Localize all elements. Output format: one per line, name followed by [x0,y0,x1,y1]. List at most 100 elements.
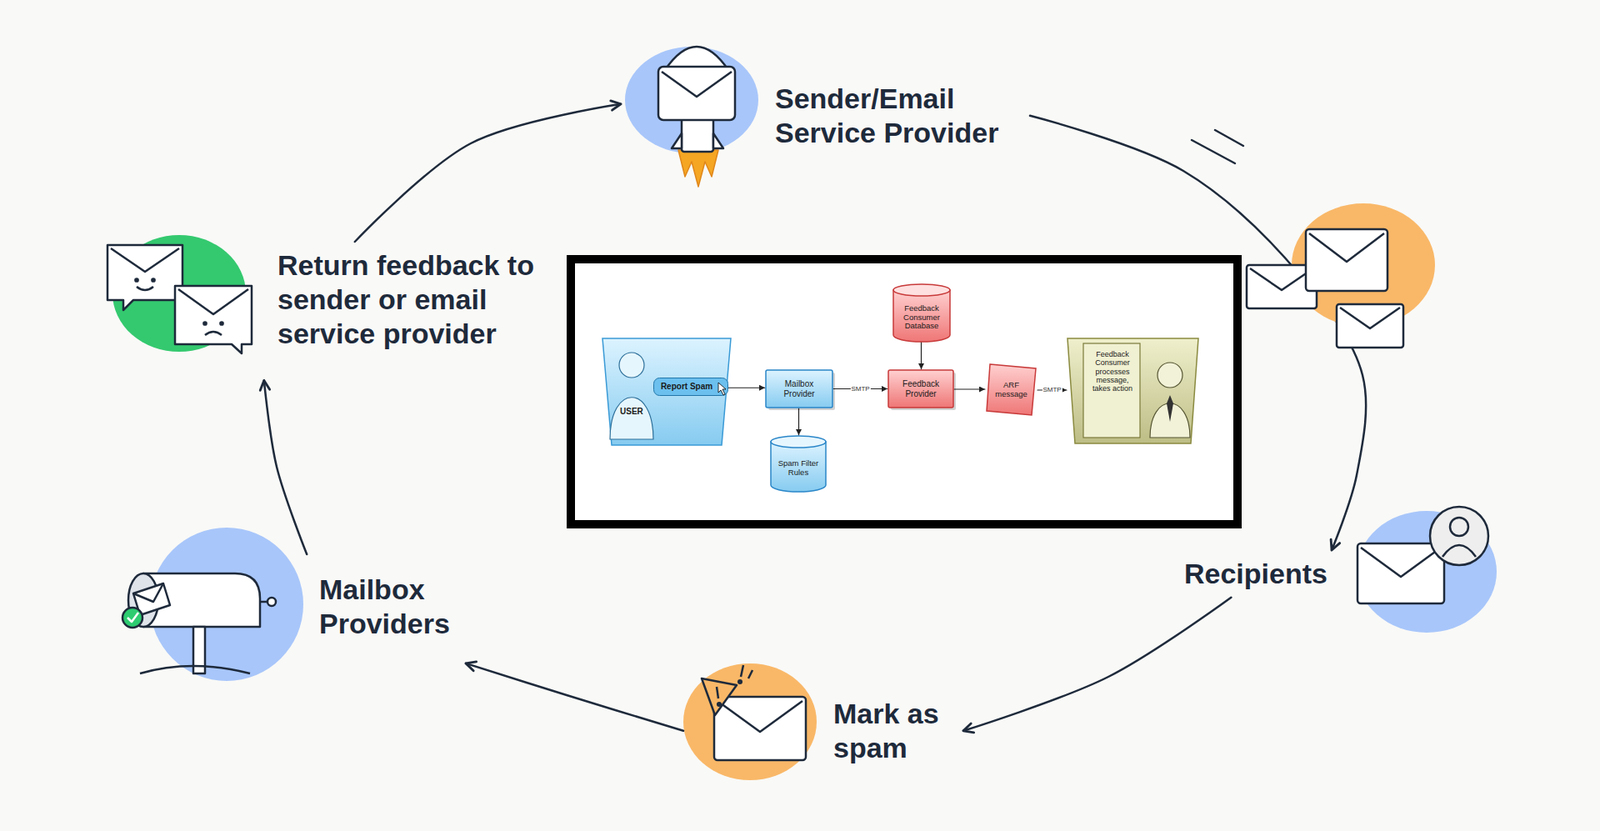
step-label: Mark as spam [833,696,959,765]
mailbox-icon-part [127,612,139,622]
report-spam-button-shape [654,378,729,396]
mailbox-icon-part [140,665,250,674]
cycle-arrow [355,104,621,242]
recipient-envelope-icon-part [1442,545,1476,557]
envelope-cluster-icon-part [1305,229,1388,291]
envelope-cluster-icon-part [1309,233,1385,262]
feedback-consumer-shape [1157,362,1183,388]
step-label: Recipients [1184,556,1343,591]
rocket-envelope-icon-part [625,46,759,154]
message-document-shape [986,364,1036,415]
rocket-envelope-icon-part [678,150,719,187]
feedback-envelopes-icon-part [136,286,154,290]
rocket-envelope-icon-part [658,66,735,120]
spam-warning-icon-part [740,665,744,677]
step-label: Return feedback to sender or email servi… [277,248,536,350]
envelope-cluster-icon-part [1340,307,1400,329]
mailbox-icon-part [267,597,276,606]
spam-warning-icon-part [738,680,742,684]
message-document: ARF message [985,362,1038,417]
database-cylinder-shape [893,290,950,342]
motion-lines-part [1215,130,1244,146]
rocket-envelope-icon [625,46,759,187]
database-cylinder: Feedback Consumer Database [892,283,951,342]
feedback-consumer-shape [1166,395,1174,422]
feedback-envelopes-icon-part [203,321,206,325]
mailbox-icon-part [133,583,164,602]
flow-arrow [920,341,922,370]
process-box: Feedback Provider [887,369,955,409]
flow-arrow [798,408,800,435]
rocket-envelope-icon-part [671,133,682,149]
feedback-envelopes-icon-part [110,248,180,272]
envelope-cluster-icon-part [1250,268,1314,290]
inset-frame [570,259,1238,525]
feedback-envelopes-icon-part [175,285,252,354]
cycle-step: Sender/Email Service Provider [620,76,1030,155]
rocket-envelope-icon-part [661,71,732,97]
cycle-arrow [465,663,684,731]
spam-warning-icon-part [716,686,719,699]
cycle-step: Mailbox Providers [112,554,466,691]
edge-label: SMTP [1041,386,1062,395]
user-actor-shape [610,397,654,440]
rocket-envelope-icon-part [713,133,724,149]
spam-warning-icon-part [683,663,817,780]
user-actor: USER Report Spam [601,336,732,446]
cycle-step: Recipients [1179,550,1526,598]
report-spam-button-shape [718,382,726,395]
process-box: Mailbox Provider [765,369,834,409]
cycle-arrow [1030,115,1366,550]
feedback-envelopes-icon [107,235,252,354]
box-label: Mailbox Provider [772,379,826,399]
cycle-arrow [264,380,307,555]
mailbox-icon-part [122,607,143,628]
mailbox-icon [122,527,304,681]
motion-lines [1191,130,1244,164]
box-label: ARF message [993,380,1030,400]
feedback-envelopes-icon-part [151,278,155,281]
database-cylinder-shape [770,435,826,448]
cycle-step: Mark as spam [683,691,964,770]
motion-lines-part [1191,140,1235,164]
feedback-envelopes-icon-part [205,331,222,335]
feedback-envelopes-icon-part [220,321,223,325]
user-actor-shape [602,338,731,445]
recipient-envelope-icon-part [1430,506,1489,565]
recipient-envelope-icon-part [1450,517,1469,536]
spam-warning-icon-part [717,700,803,732]
flow-arrow [954,388,985,390]
flow-arrow [728,387,765,389]
database-cylinder: Spam Filter Rules [770,435,827,492]
box-label: USER [620,406,732,417]
step-label: Sender/Email Service Provider [775,81,1025,150]
process-box-shape [765,370,833,408]
box-label: Feedback Consumer processes message, tak… [1088,350,1137,394]
spam-warning-icon [683,663,817,780]
envelope-cluster-icon [1246,203,1435,348]
spam-warning-icon-part [748,670,753,679]
feedback-consumer: Feedback Consumer processes message, tak… [1066,336,1200,445]
rocket-envelope-icon-part [681,116,714,152]
feedback-consumer-shape [1083,343,1140,438]
cycle-arrow [963,597,1231,731]
feedback-consumer-shape [1067,338,1199,444]
recipient-envelope-icon-part [1360,547,1441,577]
edge-label: SMTP [850,385,870,393]
user-actor-shape [619,352,645,378]
spam-warning-icon-part [717,702,721,706]
box-label: Report Spam [660,381,713,392]
envelope-cluster-icon-part [1336,304,1404,348]
database-cylinder-shape [893,284,950,296]
process-box-shape [888,370,954,408]
feedback-envelopes-icon-part [135,278,138,281]
recipient-envelope-icon [1356,506,1497,633]
report-spam-button: Report Spam [653,377,729,396]
box-label: Feedback Consumer Database [895,304,948,332]
database-cylinder-shape [770,441,826,492]
step-label: Mailbox Providers [319,572,461,641]
recipient-envelope-icon-part [1357,543,1445,604]
feedback-envelopes-icon-part [107,245,183,310]
feedback-envelopes-icon-part [178,289,249,315]
